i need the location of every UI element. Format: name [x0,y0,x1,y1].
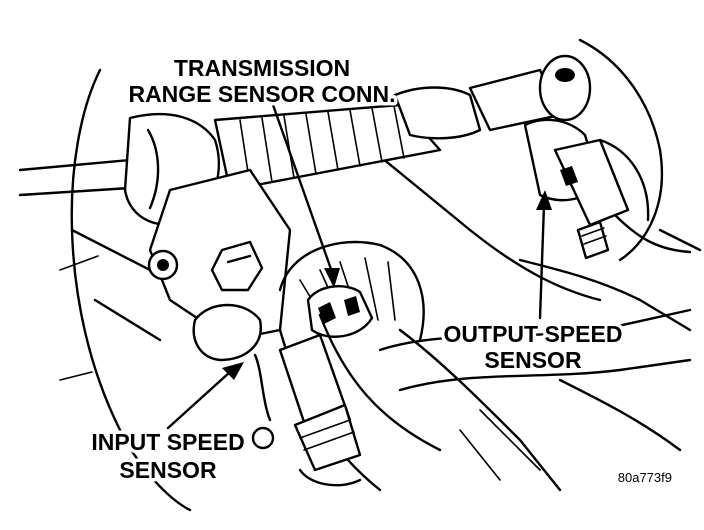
input-sensor-label-line1: INPUT SPEED [91,429,244,455]
svg-text:SENSOR: SENSOR [119,457,217,483]
output-sensor-leader [536,190,552,320]
output-sensor-label-line1: OUTPUT SPEED [444,321,623,347]
svg-text:RANGE SENSOR CONN.: RANGE SENSOR CONN. [128,81,395,107]
output-speed-sensor-body [523,118,692,260]
input-speed-sensor-body [251,333,362,487]
output-sensor-label: OUTPUT SPEED OUTPUT SPEED SENSOR SENSOR [440,318,626,377]
output-sensor-label-line2: SENSOR [484,347,582,373]
svg-text:TRANSMISSION: TRANSMISSION [174,55,350,81]
range-sensor-label: TRANSMISSION TRANSMISSION RANGE SENSOR C… [125,52,399,111]
figure-id: 80a773f9 [618,470,672,485]
range-sensor-connector [278,240,425,342]
mounting-bracket [147,168,292,362]
range-sensor-label-line2: RANGE SENSOR CONN. [128,81,395,107]
svg-text:OUTPUT SPEED: OUTPUT SPEED [444,321,623,347]
svg-text:SENSOR: SENSOR [484,347,582,373]
svg-text:INPUT SPEED: INPUT SPEED [91,429,244,455]
range-sensor-leader [270,100,340,288]
input-sensor-label-line2: SENSOR [119,457,217,483]
range-sensor-label-line1: TRANSMISSION [174,55,350,81]
input-sensor-label: INPUT SPEED INPUT SPEED SENSOR SENSOR [88,426,248,487]
input-sensor-leader [166,362,244,430]
